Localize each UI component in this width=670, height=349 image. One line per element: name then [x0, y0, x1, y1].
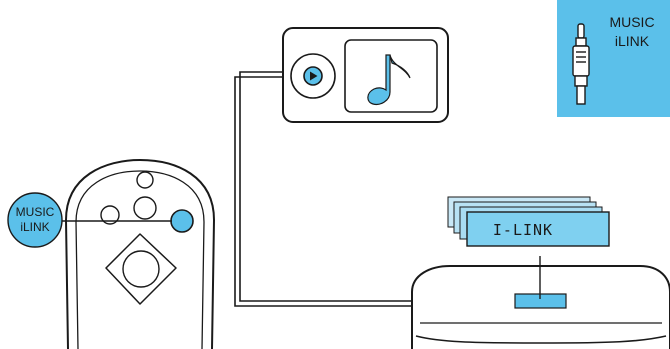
music-ilink-callout: MUSIC iLINK — [557, 0, 670, 117]
remote-nav-ok — [123, 251, 159, 287]
callout-label-line2: iLINK — [615, 33, 650, 49]
remote-music-ilink-badge: MUSIC iLINK — [8, 193, 62, 247]
remote-music-ilink-button — [171, 210, 193, 232]
remote-button-center — [134, 197, 156, 219]
remote-control — [66, 160, 214, 349]
main-unit — [412, 266, 670, 349]
display-text: I-LINK — [493, 221, 553, 239]
remote-badge-line1: MUSIC — [16, 205, 55, 219]
callout-label-line1: MUSIC — [609, 14, 654, 30]
music-player — [283, 28, 448, 122]
remote-badge-line2: iLINK — [20, 220, 49, 234]
display-callout: I-LINK — [448, 197, 609, 246]
remote-button-top — [137, 172, 153, 188]
